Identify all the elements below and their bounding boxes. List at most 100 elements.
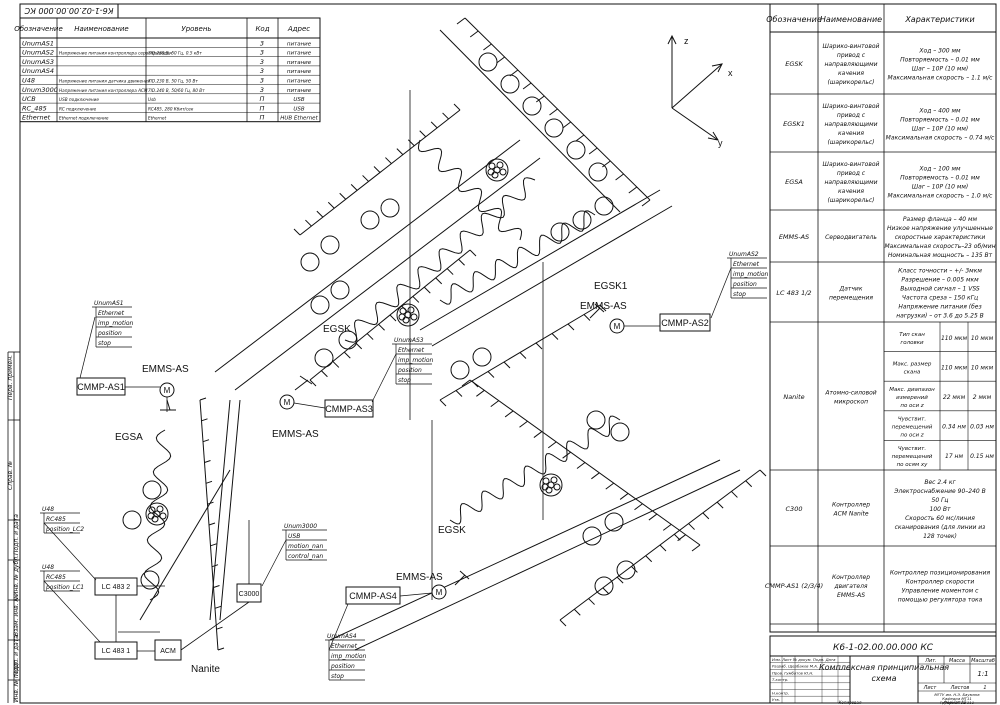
component-name: качения — [838, 130, 864, 137]
title-lit-label: Лит. — [924, 658, 937, 664]
bus-signal: U48 — [42, 564, 54, 571]
bus-signal: position_LC1 — [45, 584, 84, 591]
signal-table-cell: 7ID.230 В, 50 Гц, 0.5 кВт — [148, 51, 202, 56]
component-spec: Максимальная скорость – 1.1 м/с — [888, 75, 994, 82]
component-name: двигателя — [833, 583, 867, 590]
acm-block: ACM — [154, 639, 182, 661]
signal-table-cell: Ethernet подключение — [59, 116, 109, 121]
side-label-0: Перв. примен. — [7, 355, 14, 400]
component-spec: Контроллер позиционирования — [890, 570, 991, 577]
component-spec: Номинальная мощность – 135 Вт — [888, 252, 993, 259]
bus-signal: UnumAS2 — [729, 251, 759, 258]
component-spec: Шаг – 10Р (10 мм) — [912, 126, 969, 133]
component-spec: Повторяемость – 0.01 мм — [900, 117, 980, 124]
component-code: EMMS-AS — [779, 233, 809, 241]
motor-3-label: M — [284, 398, 291, 407]
component-name: привод с — [837, 170, 866, 177]
component-spec: Максимальная скорость–23 об/мин — [884, 243, 995, 250]
component-name: Шарико-винтовой — [823, 161, 880, 168]
side-label-5: Подп. и дата — [13, 635, 20, 676]
bus-signal: position_LC2 — [45, 526, 84, 533]
cmmp-as4-block: CMMP-AS4 — [345, 586, 401, 605]
signal-table-cell: 3 — [260, 77, 264, 85]
nanite-spec-label: скана — [904, 369, 921, 375]
signal-table-cell: 7ID.230 В, 50 Гц, 50 Вт — [148, 79, 198, 84]
component-spec: Шаг – 10Р (10 мм) — [912, 184, 969, 191]
component-spec: помощью регулятора тока — [898, 597, 983, 604]
component-code: EGSA — [785, 178, 803, 186]
side-label-4: Взам. инв. № — [13, 595, 20, 636]
nanite-spec-value: 22 мкм — [943, 394, 966, 401]
stamp-text: К6-1-02.00.00.000 КС — [24, 6, 113, 15]
emms3-label: EMMS-AS — [272, 429, 319, 440]
signal-table-cell: USB — [293, 97, 305, 103]
component-code: EGSK1 — [783, 120, 805, 128]
bus-signal: Ethernet — [398, 347, 425, 354]
motor-1: M — [159, 382, 175, 398]
nanite-spec-label: перемещений — [892, 454, 933, 460]
lc483-1-label: LC 483 1 — [102, 648, 131, 655]
signal-table-cell: питание — [287, 88, 312, 94]
signal-table-cell: Ethernet — [22, 114, 51, 122]
signal-table-cell: П — [260, 114, 265, 122]
signal-table-cell: 7ID.240 В, 50/60 Гц, 80 Вт — [148, 88, 205, 93]
signal-table-cell: RC_485 — [22, 104, 47, 112]
title-scale: 1:1 — [977, 670, 988, 678]
cmmp-as3-label: CMMP-AS3 — [325, 404, 373, 414]
bus-signal: U48 — [42, 506, 54, 513]
nanite-spec-label: Макс. размер — [893, 361, 932, 367]
component-name: Датчик — [839, 286, 863, 293]
motor-4: M — [431, 584, 447, 600]
bus-signal: position — [330, 663, 355, 670]
signal-table-header: Адрес — [287, 25, 310, 33]
nanite-spec-label: головки — [900, 340, 924, 346]
axis-triad — [667, 34, 723, 141]
component-spec: Повторяемость – 0.01 мм — [900, 175, 980, 182]
nanite-spec-label: Макс. диапазон — [889, 387, 935, 393]
component-spec: Выходной сигнал – 1 VSS — [900, 286, 980, 293]
signal-table-cell: Ethernet — [148, 116, 166, 121]
axis-x-label: x — [728, 68, 733, 78]
axis-z-label: z — [684, 36, 689, 46]
cmmp-as2-block: CMMP-AS2 — [659, 313, 711, 332]
acm-label: ACM — [160, 648, 176, 655]
bus-signal: imp_motion — [331, 653, 367, 660]
motor-1-label: M — [164, 386, 171, 395]
bus-signal: motion_nan — [288, 543, 323, 550]
title-row: Т.контр. — [772, 677, 788, 682]
component-table-header: Наименование — [820, 15, 882, 24]
nanite-spec-label: перемещений — [892, 425, 933, 431]
emms4-label: EMMS-AS — [396, 572, 443, 583]
component-code: LC 483 1/2 — [776, 289, 811, 297]
title-row: Изм. Лист № докум. Подп. Дата — [772, 657, 836, 662]
component-spec: Напряжение питания (без — [898, 304, 981, 311]
component-spec: Класс точности – +/- 3мкм — [898, 268, 982, 275]
nanite-spec-value: 10 мкм — [971, 364, 994, 371]
component-spec: Размер фланца – 40 мм — [903, 216, 978, 223]
bus-signal: Ethernet — [331, 643, 358, 650]
component-code: C300 — [786, 505, 803, 513]
signal-table-cell: UnumAS2 — [22, 49, 54, 57]
component-spec: 128 точек) — [923, 533, 957, 540]
lc483-2-label: LC 483 2 — [102, 584, 131, 591]
egsa-label: EGSA — [115, 432, 143, 443]
signal-table-cell: Напряжение питания контроллера АСМ — [59, 88, 148, 93]
signal-table-cell: RC подключение — [59, 106, 97, 111]
side-label-6: Инв. № подл. — [13, 661, 20, 702]
component-spec: скоростные характеристики — [895, 234, 986, 241]
component-name: качения — [838, 188, 864, 195]
motor-4-label: M — [436, 588, 443, 597]
nanite-spec-value: 17 нм — [945, 453, 963, 460]
motor-2-label: M — [614, 322, 621, 331]
component-name: (шарикорельс) — [827, 197, 874, 204]
title-sheet-label: Лист — [923, 685, 938, 691]
signal-table-header: Наименование — [74, 25, 128, 33]
component-name: АСМ Nanite — [832, 511, 868, 518]
signal-table-header: Код — [255, 25, 269, 33]
component-name: Атомно-силовой — [824, 390, 876, 397]
signal-table-cell: USB подключение — [59, 97, 99, 102]
bus-signal: USB — [288, 533, 300, 540]
nanite-spec-value: 10 мкм — [971, 335, 994, 342]
bus-signal: position — [732, 281, 757, 288]
